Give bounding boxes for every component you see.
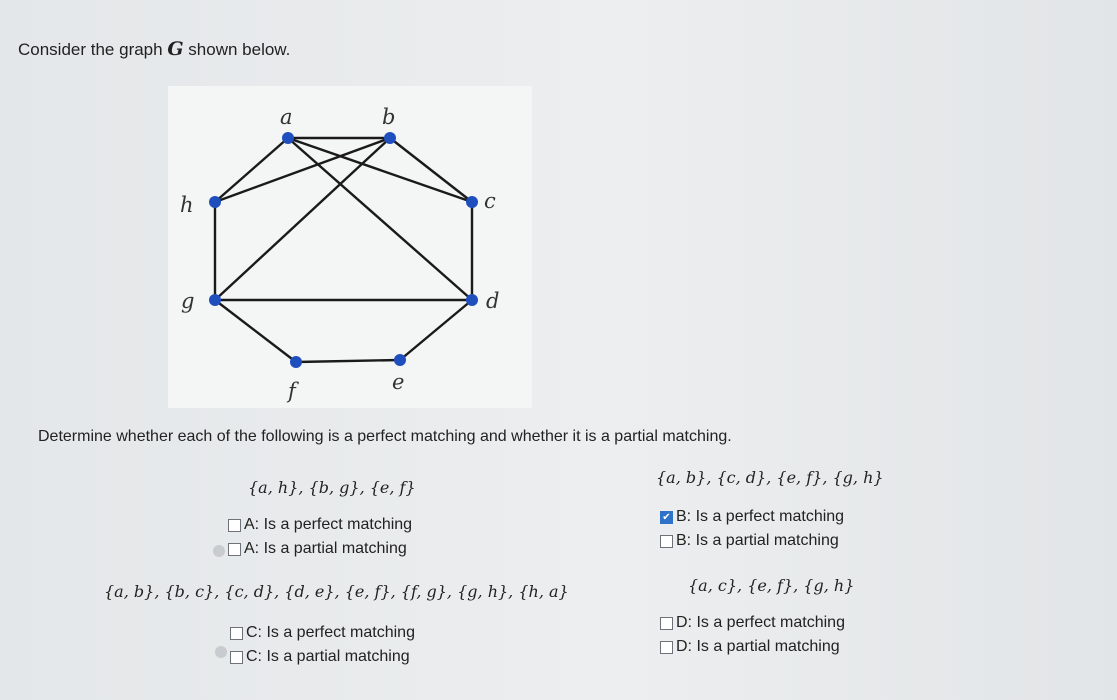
checkbox-b-partial[interactable] bbox=[660, 534, 673, 548]
graph-edges bbox=[213, 136, 474, 364]
option-b-partial-label: B: Is a partial matching bbox=[676, 532, 839, 549]
option-c-perfect[interactable]: C: Is a perfect matching bbox=[230, 624, 415, 642]
option-b-perfect-label: B: Is a perfect matching bbox=[676, 508, 845, 525]
set-c: {a, b}, {b, c}, {c, d}, {d, e}, {e, f}, … bbox=[104, 582, 569, 601]
vertex-b bbox=[384, 132, 396, 144]
option-c-partial[interactable]: C: Is a partial matching bbox=[230, 648, 410, 666]
vertex-label-b: b bbox=[382, 105, 395, 129]
option-d-partial-label: D: Is a partial matching bbox=[676, 638, 840, 655]
vertex-c bbox=[466, 196, 478, 208]
set-d: {a, c}, {e, f}, {g, h} bbox=[688, 576, 855, 595]
edge-a-c bbox=[287, 136, 473, 204]
vertex-label-h: h bbox=[180, 193, 194, 217]
option-a-perfect-label: A: Is a perfect matching bbox=[244, 516, 413, 533]
prompt-text-pre: Consider the graph bbox=[18, 40, 163, 59]
edge-h-a bbox=[214, 137, 289, 203]
vertex-label-f: f bbox=[286, 379, 299, 403]
option-d-perfect[interactable]: D: Is a perfect matching bbox=[660, 614, 845, 632]
option-c-perfect-label: C: Is a perfect matching bbox=[246, 624, 415, 641]
vertex-d bbox=[466, 294, 478, 306]
checkbox-b-perfect[interactable]: ✔ bbox=[660, 510, 673, 524]
vertex-e bbox=[394, 354, 406, 366]
option-c-partial-label: C: Is a partial matching bbox=[246, 648, 410, 665]
option-b-perfect[interactable]: ✔ B: Is a perfect matching bbox=[660, 508, 844, 526]
vertex-label-g: g bbox=[181, 289, 194, 313]
prompt-text-post: shown below. bbox=[188, 40, 291, 59]
radio-ghost-icon bbox=[213, 545, 225, 557]
graph-name: G bbox=[167, 38, 184, 60]
checkbox-a-partial[interactable] bbox=[228, 542, 241, 556]
edge-b-c bbox=[389, 137, 473, 203]
vertex-label-c: c bbox=[484, 189, 496, 213]
vertex-g bbox=[209, 294, 221, 306]
graph-vertices bbox=[209, 132, 478, 368]
vertex-label-d: d bbox=[486, 289, 499, 313]
graph-figure: a b c d e f g h bbox=[180, 105, 499, 403]
edge-f-g bbox=[214, 299, 297, 363]
option-d-perfect-label: D: Is a perfect matching bbox=[676, 614, 845, 631]
checkbox-d-perfect[interactable] bbox=[660, 616, 673, 630]
vertex-label-a: a bbox=[280, 105, 293, 129]
edge-a-d bbox=[287, 137, 473, 301]
radio-ghost-icon bbox=[215, 646, 227, 658]
graph-vertex-labels: a b c d e f g h bbox=[180, 105, 499, 403]
option-a-perfect[interactable]: A: Is a perfect matching bbox=[228, 516, 412, 534]
option-a-partial[interactable]: A: Is a partial matching bbox=[228, 540, 407, 558]
checkbox-c-perfect[interactable] bbox=[230, 626, 243, 640]
option-a-partial-label: A: Is a partial matching bbox=[244, 540, 407, 557]
edge-d-e bbox=[399, 299, 473, 361]
checkbox-d-partial[interactable] bbox=[660, 640, 673, 654]
edge-e-f bbox=[295, 358, 401, 364]
checkbox-a-perfect[interactable] bbox=[228, 518, 241, 532]
set-b: {a, b}, {c, d}, {e, f}, {g, h} bbox=[656, 468, 884, 487]
edge-h-b bbox=[214, 136, 391, 204]
edge-b-g bbox=[214, 137, 391, 301]
checkbox-c-partial[interactable] bbox=[230, 650, 243, 664]
option-d-partial[interactable]: D: Is a partial matching bbox=[660, 638, 840, 656]
vertex-f bbox=[290, 356, 302, 368]
question-prompt: Consider the graph G shown below. bbox=[18, 38, 290, 60]
instruction-text: Determine whether each of the following … bbox=[38, 428, 732, 445]
vertex-label-e: e bbox=[392, 370, 404, 394]
vertex-h bbox=[209, 196, 221, 208]
option-b-partial[interactable]: B: Is a partial matching bbox=[660, 532, 839, 550]
set-a: {a, h}, {b, g}, {e, f} bbox=[248, 478, 416, 497]
vertex-a bbox=[282, 132, 294, 144]
